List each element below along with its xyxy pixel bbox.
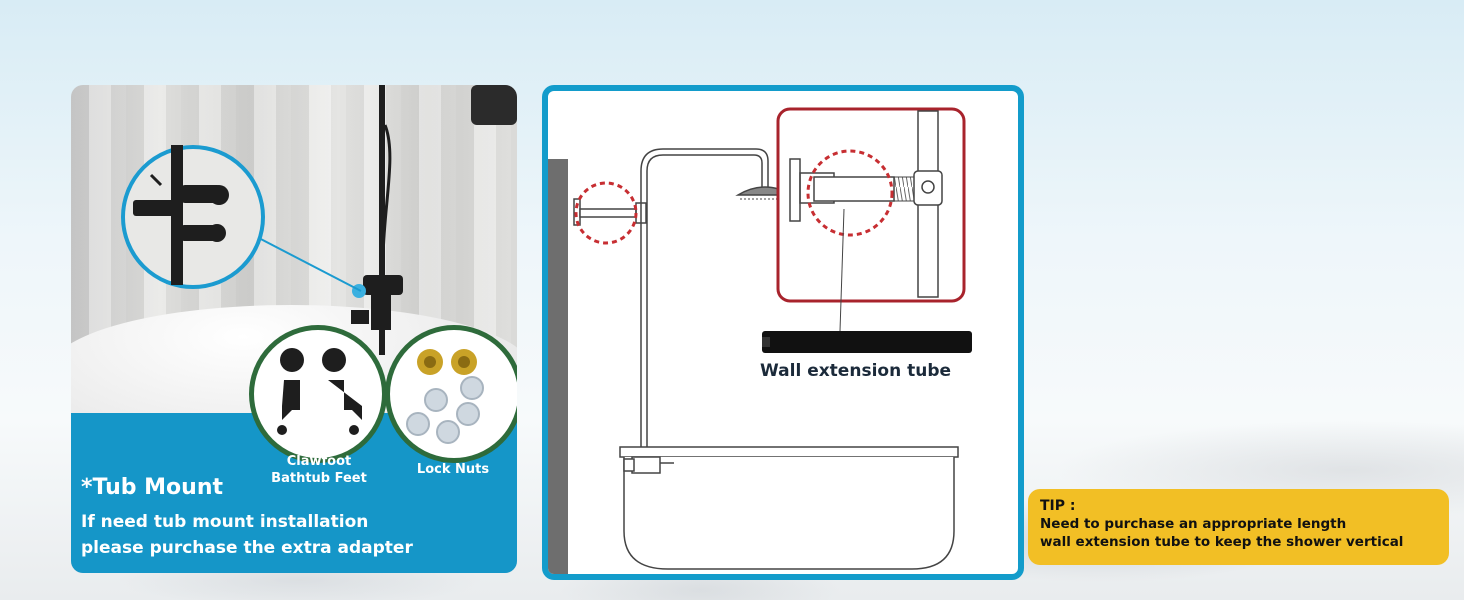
lock-nuts-badge (385, 325, 517, 463)
installation-diagram-card: Wall extension tube (542, 85, 1024, 580)
tip-line-1: Need to purchase an appropriate length (1040, 516, 1347, 532)
tub-mount-card: Clawfoot Bathtub Feet Lock Nuts *Tub Mou… (71, 85, 517, 573)
clawfoot-feet-label-line2: Bathtub Feet (271, 471, 367, 486)
shower-diagram (573, 107, 972, 570)
clawfoot-feet-badge (249, 325, 387, 463)
tub-mount-description: If need tub mount installation please pu… (81, 509, 413, 561)
lock-nuts-icon (406, 349, 484, 444)
wall (548, 159, 568, 574)
tip-line-2: wall extension tube to keep the shower v… (1040, 534, 1404, 550)
tip-box: TIP : Need to purchase an appropriate le… (1028, 489, 1449, 565)
tub-mount-title: *Tub Mount (81, 475, 224, 500)
clawfoot-feet-label-line1: Clawfoot (286, 454, 352, 469)
lock-nuts-label: Lock Nuts (416, 462, 490, 477)
tub-feet-icon (277, 348, 362, 435)
tub-mount-description-line2: please purchase the extra adapter (81, 538, 413, 558)
tip-title: TIP : (1040, 498, 1076, 514)
faucet-photo-illustration (121, 85, 517, 355)
tub-mount-description-line1: If need tub mount installation (81, 512, 369, 532)
wall-extension-tube-label: Wall extension tube (760, 361, 952, 381)
clawfoot-feet-label: Clawfoot Bathtub Feet (249, 453, 389, 487)
